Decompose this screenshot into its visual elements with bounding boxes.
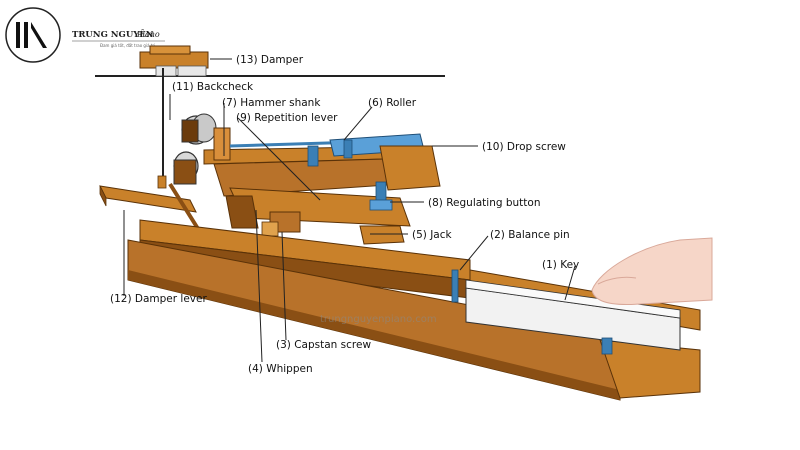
label-repetition-lever: (9) Repetition lever — [236, 112, 338, 124]
balance-pin-part — [451, 269, 459, 303]
label-hammer-shank: (7) Hammer shank — [222, 97, 321, 109]
label-jack: (5) Jack — [412, 229, 453, 241]
label-drop-screw: (10) Drop screw — [482, 141, 566, 153]
hammer-part — [168, 113, 217, 234]
label-regulating-button: (8) Regulating button — [428, 197, 541, 209]
logo-circle — [5, 7, 61, 63]
brand-logo: TRUNG NGUYÊN Piano Đam giá tốt, đắt trao… — [5, 7, 165, 63]
damper-lever-part — [99, 185, 197, 213]
key-part — [465, 279, 681, 351]
logo-mark-icon — [16, 22, 47, 48]
label-capstan-screw: (3) Capstan screw — [276, 339, 371, 351]
logo-tagline: Đam giá tốt, đắt trao giá trị — [100, 43, 155, 48]
callout-lines — [123, 58, 576, 363]
label-backcheck: (11) Backcheck — [172, 81, 254, 93]
logo-brand-script: Piano — [136, 30, 160, 39]
damper-part — [139, 45, 209, 189]
label-damper: (13) Damper — [236, 54, 304, 66]
label-damper-lever: (12) Damper lever — [110, 293, 207, 305]
hand-illustration — [591, 237, 713, 305]
label-balance-pin: (2) Balance pin — [490, 229, 570, 241]
logo-brand-bold: TRUNG NGUYÊN — [72, 28, 154, 40]
label-key: (1) Key — [542, 259, 579, 271]
watermark-text: trungnguyenpiano.com — [320, 314, 437, 325]
label-whippen: (4) Whippen — [248, 363, 313, 375]
label-roller: (6) Roller — [368, 97, 417, 109]
drop-screw-part — [379, 145, 441, 191]
front-pin-part — [601, 337, 613, 355]
regulating-button-part — [369, 181, 393, 211]
whippen-part — [225, 187, 411, 245]
